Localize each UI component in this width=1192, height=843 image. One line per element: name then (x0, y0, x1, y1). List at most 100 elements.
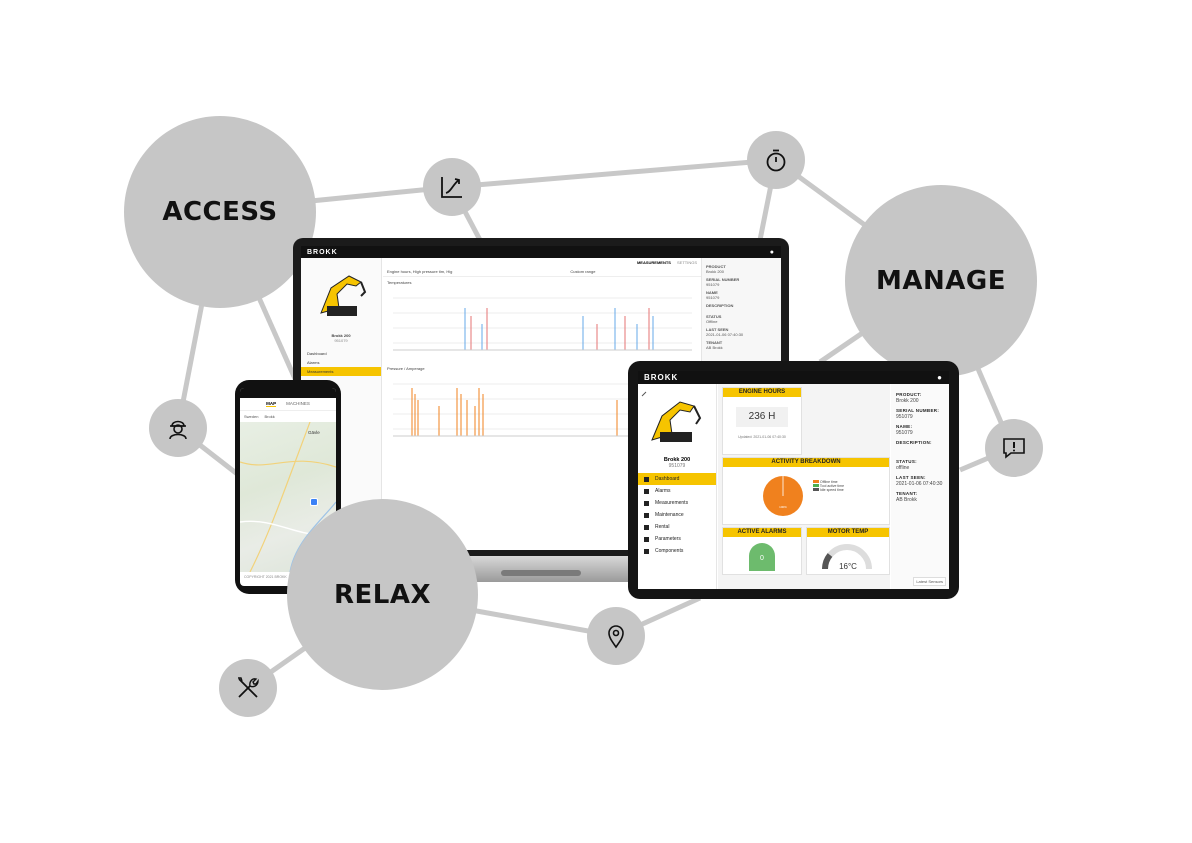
engine-hours-card: ENGINE HOURS 236 H Updated: 2021-01-06 0… (722, 387, 802, 455)
legend-swatch-idle (813, 488, 819, 491)
tablet-rp-lastseen-label: LAST SEEN: (896, 475, 926, 480)
tablet-menu-alarms-label: Alarms (655, 488, 671, 494)
map-city-label: Gävle (308, 430, 320, 435)
latest-sensors-badge[interactable]: Latest Sensors (913, 577, 946, 586)
tablet-machine-serial: 951079 (668, 463, 686, 469)
laptop-topbar: BROKK ● (301, 246, 781, 258)
legend-offline: Offline time (813, 480, 844, 484)
laptop-rp-lastseen-label: LAST SEEN (706, 327, 729, 332)
tab-measurements[interactable]: MEASUREMENTS (636, 260, 671, 265)
tablet-sidebar: Brokk 200 951079 Dashboard Alarms Measur… (638, 384, 717, 589)
measurement-filter-select[interactable]: Engine hours, High pressure tim, Hig (387, 269, 453, 274)
motor-temp-title: MOTOR TEMP (807, 528, 889, 537)
tablet-rp-name-value: 951079 (896, 430, 913, 436)
tablet-rp-product-label: PRODUCT: (896, 392, 922, 397)
laptop-rp-name-label: NAME (706, 290, 718, 295)
activity-pie-chart: 100% (763, 476, 803, 516)
engine-hours-updated: Updated: 2021-01-06 07:40:30 (738, 435, 786, 439)
chart2-title: Pressure / Amperage (387, 366, 425, 371)
engine-hours-value: 236 H (736, 407, 788, 427)
laptop-machine-image (320, 275, 367, 316)
laptop-machine-name: Brokk 200 (331, 333, 351, 338)
relax-label: RELAX (333, 579, 432, 610)
tablet-machine-image (641, 391, 702, 442)
tablet-menu-rental[interactable]: Rental (638, 521, 716, 533)
active-alarms-card: ACTIVE ALARMS 0 (722, 527, 802, 575)
phone-tab-machines[interactable]: MACHINES (286, 401, 310, 406)
laptop-notch (501, 570, 581, 576)
laptop-rp-desc-label: DESCRIPTION (706, 303, 734, 308)
legend-offline-label: Offline time (819, 480, 838, 484)
manage-label: MANAGE (876, 266, 1006, 296)
phone-tab-map[interactable]: MAP (266, 401, 277, 407)
tablet-menu-dashboard[interactable]: Dashboard (638, 473, 716, 485)
active-alarms-value: 0 (749, 543, 775, 571)
tablet-rp-tenant-label: TENANT: (896, 491, 918, 496)
legend-tool-active-label: Tool active time (819, 484, 845, 488)
tablet-menu-dashboard-label: Dashboard (655, 476, 680, 482)
dashboard-icon (644, 476, 649, 482)
stopwatch-icon (766, 149, 786, 172)
tablet-menu-measurements[interactable]: Measurements (638, 497, 716, 509)
chart-icon (644, 500, 649, 506)
activity-title: ACTIVITY BREAKDOWN (723, 458, 889, 467)
tablet-rp-lastseen-value: 2021-01-06 07:40:30 (896, 481, 943, 487)
tablet-menu-maintenance[interactable]: Maintenance (638, 509, 716, 521)
legend-idle-label: Idle speed time (819, 488, 844, 492)
range-select[interactable]: Custom range (570, 269, 596, 274)
motor-temp-card: MOTOR TEMP 16°C (806, 527, 890, 575)
box-icon (644, 548, 649, 554)
location-pin-icon (608, 625, 624, 649)
tablet-menu-parameters[interactable]: Parameters (638, 533, 716, 545)
tablet-menu-alarms[interactable]: Alarms (638, 485, 716, 497)
tablet-topbar: BROKK ● (638, 371, 949, 384)
active-alarms-title: ACTIVE ALARMS (723, 528, 801, 537)
key-icon (644, 524, 649, 530)
chart1-title: Temperatures (387, 280, 412, 285)
activity-card: ACTIVITY BREAKDOWN 100% Offline time Too… (722, 457, 890, 525)
tab-settings[interactable]: SETTINGS (676, 260, 697, 265)
tablet-menu-maintenance-label: Maintenance (655, 512, 684, 518)
laptop-menu-measurements[interactable]: Measurements (301, 367, 381, 376)
location-node (587, 607, 645, 665)
tablet-menu-parameters-label: Parameters (655, 536, 681, 542)
manage-bubble: MANAGE (845, 185, 1037, 377)
legend-tool-active: Tool active time (813, 484, 844, 488)
motor-temp-value: 16°C (839, 562, 857, 571)
phone-topbar (240, 388, 336, 398)
tools-node (219, 659, 277, 717)
laptop-rp-product-label: PRODUCT (706, 264, 726, 269)
laptop-rp-name-value: 951079 (706, 295, 720, 300)
account-icon[interactable]: ● (769, 248, 775, 256)
tablet-menu-components[interactable]: Components (638, 545, 716, 557)
laptop-rp-product-value: Brokk 200 (706, 269, 725, 274)
laptop-menu-alarms[interactable]: Alarms (307, 360, 320, 365)
phone-filter-country[interactable]: Sweden (244, 414, 259, 419)
tools-icon (238, 677, 259, 698)
tablet-brand-logo: BROKK (644, 373, 679, 382)
relax-bubble: RELAX (287, 499, 478, 690)
activity-slice-label: 100% (779, 505, 787, 509)
motor-temp-gauge-fill (821, 553, 833, 570)
map-marker-icon[interactable] (310, 498, 318, 506)
phone-filter-brand[interactable]: Brokk (264, 414, 275, 419)
alert-node (985, 419, 1043, 477)
tablet-rp-desc-label: DESCRIPTION: (896, 440, 932, 445)
tablet-right-panel: PRODUCT: Brokk 200 SERIAL NUMBER: 951079… (891, 384, 949, 589)
tablet-device: BROKK ● Brokk 200 951079 Dashboard Alarm… (628, 361, 959, 599)
bell-icon (644, 488, 649, 494)
phone-device: MAP MACHINES Sweden Brokk Gävle COPYRIGH… (235, 380, 341, 594)
tablet-rp-serial-label: SERIAL NUMBER: (896, 408, 940, 413)
tablet-account-icon[interactable]: ● (937, 373, 943, 382)
laptop-rp-status-value: Offline (706, 319, 718, 324)
tablet-rp-tenant-value: AB Brokk (896, 497, 917, 503)
tablet-menu-measurements-label: Measurements (655, 500, 689, 506)
tablet-menu-rental-label: Rental (655, 524, 670, 530)
trend-node (423, 158, 481, 216)
laptop-menu-dashboard[interactable]: Dashboard (307, 351, 327, 356)
laptop-rp-status-label: STATUS (706, 314, 722, 319)
tablet-menu-components-label: Components (655, 548, 684, 554)
laptop-rp-serial-label: SERIAL NUMBER (706, 277, 740, 282)
worker-node (149, 399, 207, 457)
phone-footer: COPYRIGHT 2021 BROKK (244, 575, 287, 579)
